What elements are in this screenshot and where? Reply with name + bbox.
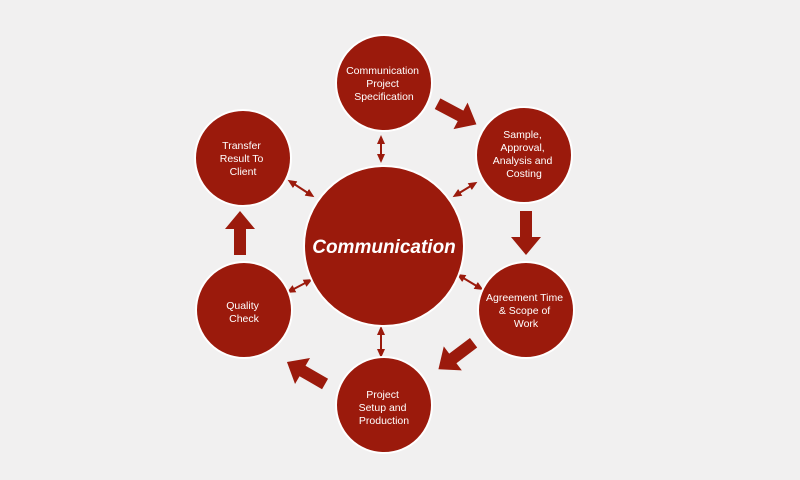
node-setup-circle [335, 356, 433, 454]
node-agreement-circle [477, 261, 575, 359]
node-quality: Quality Check [195, 261, 293, 359]
node-transfer-circle [194, 109, 292, 207]
node-setup-line-1: Project [366, 389, 399, 401]
node-agreement-line-1: Agreement Time [486, 292, 563, 304]
svg-text:Communication Project: Communication Project Specification [346, 65, 422, 103]
connector-sample [452, 181, 478, 198]
node-sample: Sample, Approval, Analysis and Costing [475, 106, 573, 204]
flow-arrow-quality-to-transfer [225, 211, 255, 255]
connectors [286, 135, 484, 358]
node-spec: Communication Project Specification [335, 34, 433, 132]
connector-transfer [287, 179, 315, 198]
node-transfer-line-3: Client [230, 166, 257, 178]
node-transfer: Transfer Result To Client [194, 109, 292, 207]
node-spec-circle [335, 34, 433, 132]
flow-arrow-spec-to-sample [434, 98, 477, 130]
flow-arrow-sample-to-agreement [511, 211, 541, 255]
center-hub: Communication [303, 165, 465, 327]
node-spec-line-1: Communication [346, 65, 419, 77]
connector-quality [286, 279, 313, 293]
node-spec-line-3: Specification [354, 91, 414, 103]
node-agreement: Agreement Time & Scope of Work [477, 261, 575, 359]
node-sample-line-2: Approval, [500, 142, 544, 154]
node-sample-circle [475, 106, 573, 204]
center-hub-label: Communication [312, 237, 456, 258]
node-sample-line-3: Analysis and [493, 155, 553, 167]
node-transfer-line-2: Result To [220, 153, 264, 165]
svg-text:Project Setup and: Project Setup and Production [359, 389, 410, 427]
node-agreement-line-3: Work [514, 318, 539, 330]
node-sample-line-1: Sample, [503, 129, 542, 141]
center-hub-circle [303, 165, 465, 327]
svg-text:Transfer Result To: Transfer Result To Client [220, 140, 267, 178]
node-sample-line-4: Costing [506, 168, 542, 180]
node-quality-line-2: Check [229, 313, 260, 325]
svg-text:Quality Check: Quality Check [226, 300, 262, 325]
svg-text:Agreement Time & Scope o: Agreement Time & Scope of Work [486, 292, 566, 330]
connector-agreement [456, 273, 484, 291]
flow-arrow-agreement-to-setup [438, 337, 478, 371]
svg-text:Sample, Approval,: Sample, Approval, Analysis and Costing [493, 129, 555, 180]
node-spec-line-2: Project [366, 78, 399, 90]
node-quality-line-1: Quality [226, 300, 259, 312]
node-setup: Project Setup and Production [335, 356, 433, 454]
node-setup-line-3: Production [359, 415, 409, 427]
node-agreement-line-2: & Scope of [499, 305, 550, 317]
node-transfer-line-1: Transfer [222, 140, 261, 152]
flow-arrows [225, 98, 541, 390]
node-quality-circle [195, 261, 293, 359]
flow-arrow-setup-to-quality [286, 358, 329, 390]
node-setup-line-2: Setup and [359, 402, 407, 414]
